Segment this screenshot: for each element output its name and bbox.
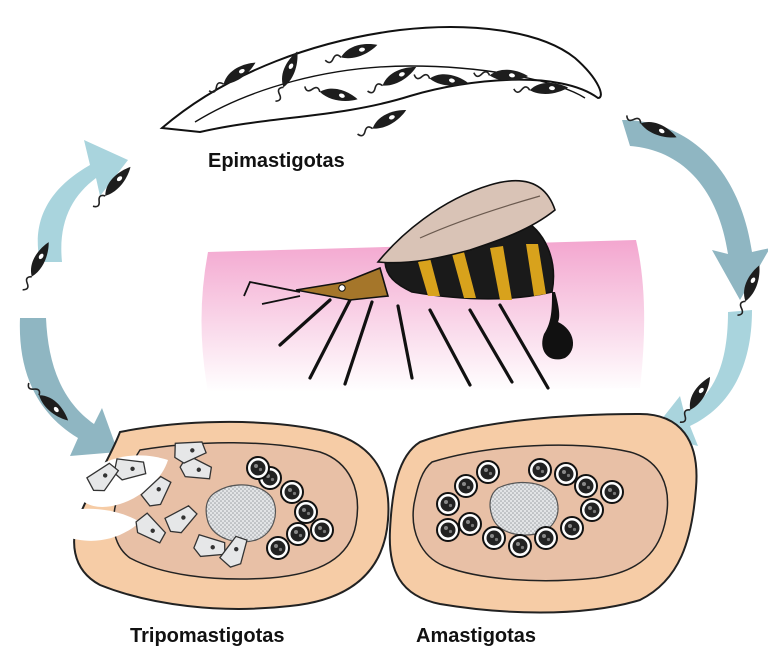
arrow-left-lower (20, 318, 118, 456)
arrow-left-upper (38, 140, 128, 262)
arrow-right-upper (622, 120, 768, 300)
epimastigote-sac (162, 27, 601, 137)
label-amastigotes: Amastigotas (416, 625, 536, 648)
label-epimastigotes: Epimastigotas (208, 150, 345, 173)
host-cell-right (390, 414, 697, 613)
label-trypomastigotes: Tripomastigotas (130, 625, 284, 648)
